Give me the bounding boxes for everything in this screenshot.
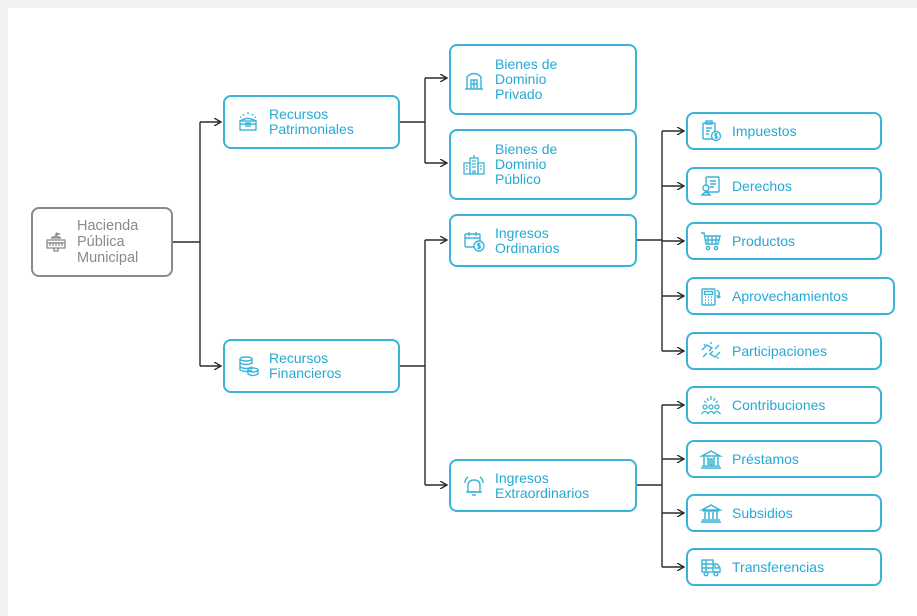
node-label: Bienes de Dominio Privado xyxy=(495,56,558,102)
node-label: Ingresos Extraordinarios xyxy=(495,469,590,501)
node-bienes-dominio-privado: Bienes de Dominio Privado xyxy=(449,44,637,115)
node-label: Participaciones xyxy=(732,342,827,359)
shopping-cart-icon xyxy=(698,228,724,254)
node-hacienda-publica-municipal: Hacienda Pública Municipal xyxy=(31,207,173,277)
node-label: Recursos Patrimoniales xyxy=(269,106,354,137)
connector-lines xyxy=(173,8,917,616)
node-label: Impuestos xyxy=(732,122,797,139)
tax-document-icon xyxy=(698,118,724,144)
node-transferencias: Transferencias xyxy=(686,548,882,586)
node-productos: Productos xyxy=(686,222,882,260)
node-subsidios: Subsidios xyxy=(686,494,882,532)
institution-icon xyxy=(698,500,724,526)
node-label: Subsidios xyxy=(732,504,793,521)
treasure-chest-icon xyxy=(235,109,261,135)
node-contribuciones: Contribuciones xyxy=(686,386,882,424)
node-derechos: Derechos xyxy=(686,167,882,205)
public-buildings-icon xyxy=(461,152,487,178)
node-bienes-dominio-publico: Bienes de Dominio Público xyxy=(449,129,637,200)
calendar-money-icon xyxy=(461,228,487,254)
node-label: Derechos xyxy=(732,177,792,194)
node-aprovechamientos: Aprovechamientos xyxy=(686,277,895,315)
node-label: Préstamos xyxy=(732,450,799,467)
node-label: Productos xyxy=(732,232,796,249)
node-label: Ingresos Ordinarios xyxy=(495,224,560,256)
municipal-building-icon xyxy=(43,229,69,255)
node-label: Contribuciones xyxy=(732,396,826,413)
node-impuestos: Impuestos xyxy=(686,112,882,150)
shared-hands-icon xyxy=(698,338,724,364)
alarm-bell-icon xyxy=(461,473,487,499)
certificate-icon xyxy=(698,173,724,199)
calculator-icon xyxy=(698,283,724,309)
people-group-icon xyxy=(698,392,724,418)
coin-stack-icon xyxy=(235,353,261,379)
private-building-icon xyxy=(461,67,487,93)
delivery-truck-icon xyxy=(698,554,724,580)
node-recursos-patrimoniales: Recursos Patrimoniales xyxy=(223,95,400,149)
node-ingresos-extraordinarios: Ingresos Extraordinarios xyxy=(449,459,637,512)
node-recursos-financieros: Recursos Financieros xyxy=(223,339,400,393)
node-ingresos-ordinarios: Ingresos Ordinarios xyxy=(449,214,637,267)
node-label: Bienes de Dominio Público xyxy=(495,141,558,187)
bank-icon xyxy=(698,446,724,472)
diagram-canvas: Hacienda Pública Municipal Recursos Patr… xyxy=(8,8,917,616)
node-label: Aprovechamientos xyxy=(732,287,848,304)
node-label: Transferencias xyxy=(732,558,825,575)
node-label: Hacienda Pública Municipal xyxy=(77,218,139,266)
node-participaciones: Participaciones xyxy=(686,332,882,370)
node-prestamos: Préstamos xyxy=(686,440,882,478)
node-label: Recursos Financieros xyxy=(269,350,342,381)
